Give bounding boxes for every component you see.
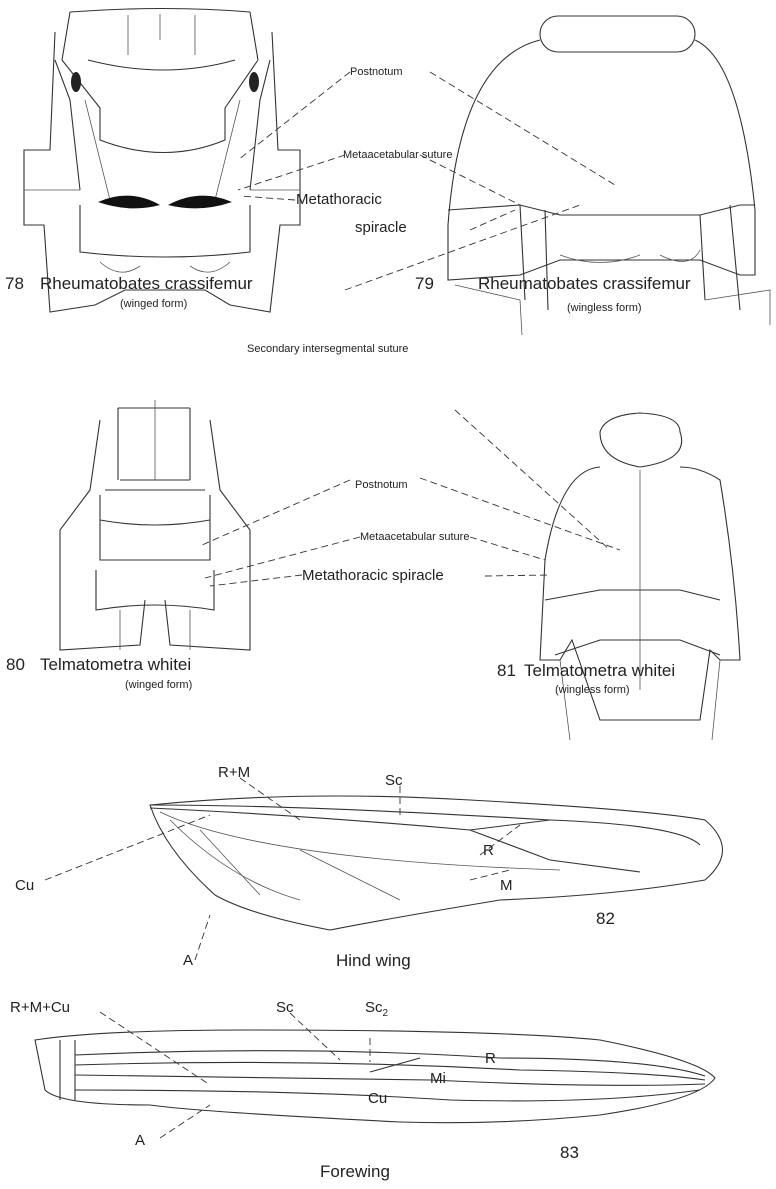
fig82-hindwing	[150, 796, 723, 930]
fore-sc2-label: Sc2	[365, 999, 389, 1019]
fig80-number: 80	[6, 655, 25, 674]
metaacetabular-label-bottom: Metaacetabular suture	[360, 531, 469, 543]
metaacetabular-label-top: Metaacetabular suture	[343, 149, 452, 161]
hind-r-label: R	[483, 842, 494, 859]
fig80-subtitle: (winged form)	[125, 679, 192, 691]
fore-r-label: R	[485, 1050, 496, 1067]
leader-lines	[45, 72, 620, 1138]
metathoracic-spiracle-label: Metathoracic spiracle	[302, 567, 444, 584]
fore-sc-label: Sc	[276, 999, 294, 1016]
hind-sc-label: Sc	[385, 772, 403, 789]
fig82-caption: Hind wing	[336, 951, 411, 970]
postnotum-label-top: Postnotum	[350, 66, 403, 78]
hind-rm-label: R+M	[218, 764, 250, 781]
fig78-number: 78	[5, 274, 24, 293]
fig83-forewing	[35, 1030, 715, 1123]
fig78-subtitle: (winged form)	[120, 298, 187, 310]
fig80-title: Telmatometra whitei	[40, 655, 191, 674]
fig81-number: 81	[497, 661, 516, 680]
fig81-title: Telmatometra whitei	[524, 661, 675, 680]
fig81-subtitle: (wingless form)	[555, 684, 630, 696]
fig82-number: 82	[596, 909, 615, 928]
fig79-number: 79	[415, 274, 434, 293]
hind-cu-label: Cu	[15, 877, 34, 894]
fore-mi-label: Mi	[430, 1070, 446, 1087]
fore-rmcu-label: R+M+Cu	[10, 999, 70, 1016]
fig79-title: Rheumatobates crassifemur	[478, 274, 691, 293]
fig83-number: 83	[560, 1143, 579, 1162]
secondary-suture-label: Secondary intersegmental suture	[247, 343, 408, 355]
hind-m-label: M	[500, 877, 513, 894]
fore-cu-label: Cu	[368, 1090, 387, 1107]
spiracle-label-top: spiracle	[355, 219, 407, 236]
metathoracic-label-top: Metathoracic	[296, 191, 382, 208]
postnotum-label-bottom: Postnotum	[355, 479, 408, 491]
fig83-caption: Forewing	[320, 1162, 390, 1181]
fig80-drawing	[60, 400, 250, 650]
hind-a-label: A	[183, 952, 193, 969]
fig78-title: Rheumatobates crassifemur	[40, 274, 253, 293]
fig78-drawing	[24, 9, 300, 313]
fig79-subtitle: (wingless form)	[567, 302, 642, 314]
fore-a-label: A	[135, 1132, 145, 1149]
